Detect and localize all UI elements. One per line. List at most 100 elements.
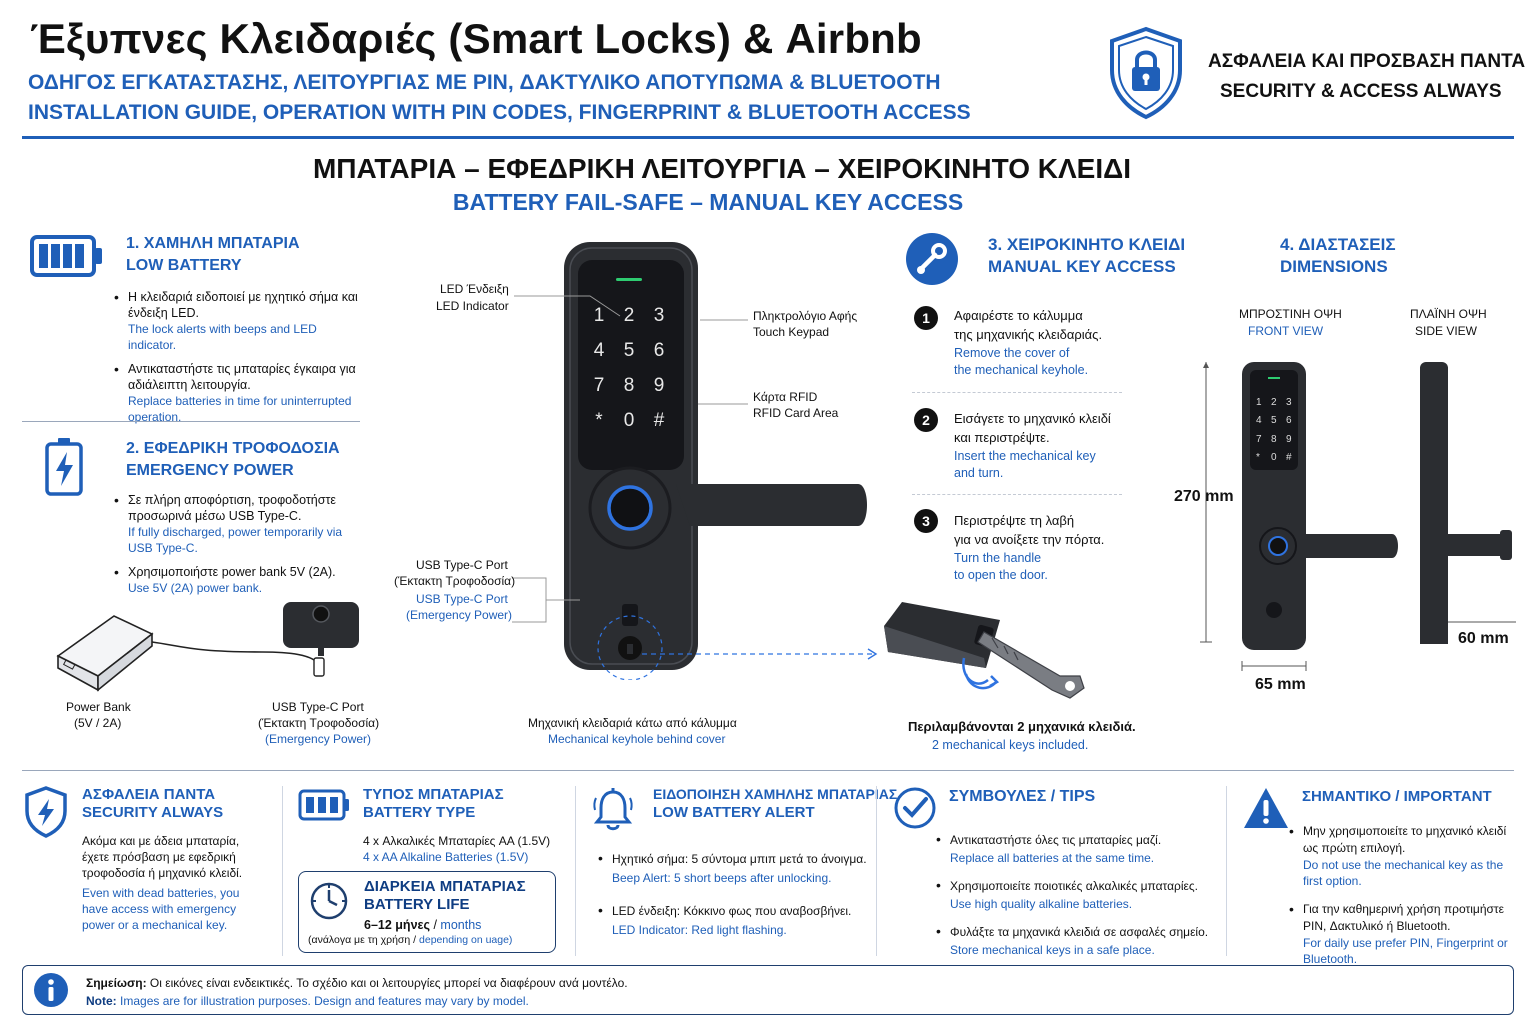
battery-type-heading-en: BATTERY TYPE — [363, 804, 476, 821]
step-2-en: Insert the mechanical key and turn. — [954, 449, 1096, 480]
alert-list: Ηχητικό σήμα: 5 σύντομα μπιπ μετά το άνο… — [598, 850, 870, 948]
check-circle-icon — [893, 786, 937, 830]
step-divider — [912, 494, 1122, 495]
battery-life-value: 6–12 μήνες / months — [364, 918, 482, 932]
height-dimension: 270 mm — [1174, 488, 1234, 505]
svg-text:6: 6 — [1286, 415, 1292, 426]
keypad-key[interactable]: 9 — [653, 375, 665, 396]
step-3-en: Turn the handle to open the door. — [954, 551, 1048, 582]
front-view-label-en: FRONT VIEW — [1248, 324, 1324, 338]
led-label-en: LED Indicator — [436, 299, 509, 313]
keypad-key[interactable]: 3 — [653, 305, 665, 326]
bell-icon — [592, 786, 634, 832]
svg-text:5: 5 — [1271, 415, 1277, 426]
callout-lines — [380, 280, 880, 681]
note-gr: Σημείωση: Οι εικόνες είναι ενδεικτικές. … — [86, 976, 628, 990]
usb-label-2: (Έκτακτη Τροφοδοσία) — [394, 574, 516, 588]
low-battery-heading-gr: 1. ΧΑΜΗΛΗ ΜΠΑΤΑΡΙΑ — [126, 235, 300, 252]
svg-text:1: 1 — [1256, 397, 1262, 408]
alert-heading-gr: ΕΙΔΟΠΟΙΗΣΗ ΧΑΜΗΛΗΣ ΜΠΑΤΑΡΙΑΣ — [653, 786, 898, 802]
keypad-label-gr: Πληκτρολόγιο Αφής — [753, 309, 858, 323]
keypad-key[interactable]: 5 — [623, 340, 635, 361]
battery-life-box — [298, 871, 556, 953]
footer-column-divider — [282, 786, 283, 956]
keypad-key[interactable]: * — [595, 410, 603, 431]
page-title: Έξυπνες Κλειδαριές (Smart Locks) & Airbn… — [30, 15, 922, 62]
side-view-illustration — [1410, 354, 1520, 650]
power-bank-illustration — [52, 596, 372, 696]
battery-icon — [298, 788, 350, 822]
left-divider — [22, 421, 360, 422]
svg-text:2: 2 — [1271, 397, 1277, 408]
clock-icon — [308, 880, 350, 922]
svg-text:0: 0 — [1271, 452, 1277, 463]
power-bank-spec: (5V / 2A) — [74, 716, 122, 730]
battery-full-icon — [30, 234, 104, 278]
keypad-key[interactable]: 4 — [593, 340, 605, 361]
depth-dimension: 60 mm — [1458, 630, 1509, 647]
smart-lock-illustration — [540, 236, 880, 696]
footer-column-divider — [575, 786, 576, 956]
emergency-list: Σε πλήρη αποφόρτιση, τροφοδοτήστε προσωρ… — [114, 492, 354, 604]
battery-life-heading-en: BATTERY LIFE — [364, 896, 470, 913]
power-bank-label: Power Bank — [66, 700, 131, 714]
dimensions-heading-en: DIMENSIONS — [1280, 257, 1388, 276]
step-number: 2 — [914, 408, 938, 432]
footer-divider — [22, 770, 1514, 771]
manual-key-heading-en: MANUAL KEY ACCESS — [988, 257, 1176, 276]
rfid-label-en: RFID Card Area — [753, 406, 839, 420]
key-icon — [905, 232, 959, 286]
keypad-key[interactable]: # — [653, 410, 665, 431]
svg-text:#: # — [1286, 452, 1292, 463]
keypad-key[interactable]: 8 — [623, 375, 635, 396]
keypad-key[interactable]: 0 — [623, 410, 635, 431]
keyhole-label-en: Mechanical keyhole behind cover — [548, 732, 726, 746]
footer-column-divider — [1226, 786, 1227, 956]
keypad-key[interactable]: 7 — [593, 375, 605, 396]
keys-included-en: 2 mechanical keys included. — [932, 738, 1089, 752]
section-title-gr: ΜΠΑΤΑΡΙΑ – ΕΦΕΔΡΙΚΗ ΛΕΙΤΟΥΡΓΙΑ – ΧΕΙΡΟΚΙ… — [312, 153, 1132, 184]
section-title-en: BATTERY FAIL-SAFE – MANUAL KEY ACCESS — [452, 189, 964, 215]
keys-included-gr: Περιλαμβάνονται 2 μηχανικά κλειδιά. — [908, 719, 1136, 734]
list-item: Για την καθημερινή χρήση προτιμήστε PIN,… — [1289, 901, 1511, 967]
security-text-en: Even with dead batteries, you have acces… — [82, 886, 240, 932]
subtitle-en: INSTALLATION GUIDE, OPERATION WITH PIN C… — [28, 101, 971, 124]
battery-life-heading-gr: ΔΙΑΡΚΕΙΑ ΜΠΑΤΑΡΙΑΣ — [364, 878, 526, 895]
battery-life-note: (ανάλογα με τη χρήση / depending on uage… — [308, 934, 513, 946]
low-battery-list: Η κλειδαριά ειδοποιεί με ηχητικό σήμα κα… — [114, 289, 364, 433]
alert-heading-en: LOW BATTERY ALERT — [653, 804, 815, 821]
keypad-key[interactable]: 6 — [653, 340, 665, 361]
list-item: Μην χρησιμοποιείτε το μηχανικό κλειδί ως… — [1289, 823, 1511, 889]
led-label-gr: LED Ένδειξη — [440, 282, 509, 296]
important-heading: ΣΗΜΑΝΤΙΚΟ / IMPORTANT — [1302, 788, 1492, 805]
info-icon — [33, 972, 69, 1008]
width-dimension: 65 mm — [1255, 676, 1306, 693]
keyhole-label-gr: Μηχανική κλειδαριά κάτω από κάλυμμα — [528, 716, 737, 730]
keypad-key[interactable]: 1 — [593, 305, 605, 326]
subtitle-gr: ΟΔΗΓΟΣ ΕΓΚΑΤΑΣΤΑΣΗΣ, ΛΕΙΤΟΥΡΓΙΑΣ ΜΕ PIN,… — [28, 71, 941, 94]
svg-text:7: 7 — [1256, 434, 1262, 445]
keypad-key[interactable]: 2 — [623, 305, 635, 326]
emergency-heading-gr: 2. ΕΦΕΔΡΙΚΗ ΤΡΟΦΟΔΟΣΙΑ — [126, 440, 340, 457]
list-item: Αντικαταστήστε τις μπαταρίες έγκαιρα για… — [114, 361, 364, 425]
usb-port-label: USB Type-C Port — [272, 700, 364, 714]
list-item: Ηχητικό σήμα: 5 σύντομα μπιπ μετά το άνο… — [598, 850, 870, 888]
usb-label-1: USB Type-C Port — [416, 558, 508, 572]
step-divider — [912, 392, 1122, 393]
step-1-gr: Αφαιρέστε το κάλυμμα της μηχανικής κλειδ… — [954, 308, 1103, 342]
rfid-label-gr: Κάρτα RFID — [753, 390, 818, 404]
step-number: 1 — [914, 306, 938, 330]
tips-list: Αντικαταστήστε όλες τις μπαταρίες μαζί. … — [936, 831, 1226, 967]
security-heading-en: SECURITY ALWAYS — [82, 804, 224, 821]
list-item: Φυλάξτε τα μηχανικά κλειδιά σε ασφαλές σ… — [936, 923, 1226, 959]
step-1-en: Remove the cover of the mechanical keyho… — [954, 346, 1089, 377]
step-number: 3 — [914, 509, 938, 533]
low-battery-heading-en: LOW BATTERY — [126, 257, 242, 274]
battery-type-en: 4 x AA Alkaline Batteries (1.5V) — [363, 850, 529, 864]
shield-bolt-icon — [24, 786, 68, 838]
note-en: Note: Images are for illustration purpos… — [86, 994, 529, 1008]
usb-port-label-gr: (Έκτακτη Τροφοδοσία) — [258, 716, 380, 730]
badge-gr: ΑΣΦΑΛΕΙΑ ΚΑΙ ΠΡΟΣΒΑΣΗ ΠΑΝΤΑ — [1208, 51, 1526, 72]
list-item: Η κλειδαριά ειδοποιεί με ηχητικό σήμα κα… — [114, 289, 364, 353]
note-box — [22, 965, 1514, 1015]
